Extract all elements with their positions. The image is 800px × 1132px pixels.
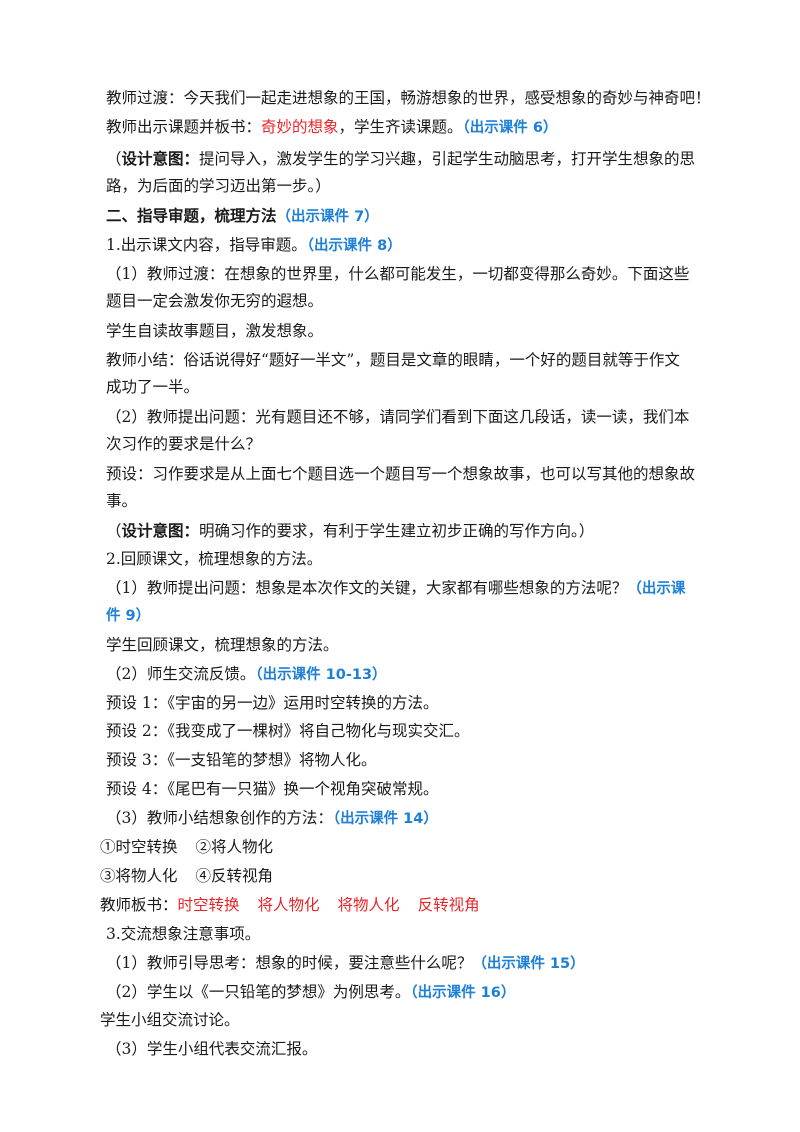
text: 预设 4：《尾巴有一只猫》换一个视角突破常规。: [106, 780, 439, 798]
preset-3: 预设 3：《一支铅笔的梦想》将物人化。: [106, 746, 730, 774]
design-intent-label: 设计意图：: [121, 149, 200, 168]
text: （2）教师提出问题：光有题目还不够，请同学们看到下面这几段话，读一读，我们本: [106, 408, 690, 426]
courseware-ref: （出示课: [627, 581, 686, 597]
design-intent-2: （设计意图：明确习作的要求，有利于学生建立初步正确的写作方向。）: [106, 517, 730, 545]
courseware-ref: （出示课件 14）: [332, 811, 438, 827]
text: 学生小组交流讨论。: [100, 1011, 240, 1029]
text: 预设 3：《一支铅笔的梦想》将物人化。: [106, 751, 377, 769]
text: （2）学生以《一只铅笔的梦想》为例思考。: [106, 983, 411, 1001]
board-item: 将人物化: [257, 896, 320, 914]
text: （1）教师引导思考：想象的时候，要注意些什么呢？: [106, 954, 473, 972]
paragraph-transition: 教师过渡：今天我们一起走进想象的王国，畅游想象的世界，感受想象的奇妙与神奇吧！: [106, 84, 730, 112]
paragraph: （1）教师提出问题：想象是本次作文的关键，大家都有哪些想象的方法呢？（出示课: [106, 574, 730, 603]
courseware-ref: （出示课件 7）: [276, 209, 379, 225]
paragraph-cont: 件 9）: [106, 601, 730, 630]
text: 教师出示课题并板书：: [106, 118, 262, 136]
board-item: 反转视角: [417, 896, 480, 914]
design-intent-1: （设计意图：提问导入，激发学生的学习兴趣，引起学生动脑思考，打开学生想象的思: [106, 145, 730, 173]
list-item: ④反转视角: [195, 867, 274, 885]
section-heading-text: 二、指导审题，梳理方法: [106, 206, 277, 225]
section-heading-2: 二、指导审题，梳理方法（出示课件 7）: [106, 202, 730, 231]
text: 路，为后面的学习迈出第一步。）: [106, 177, 331, 195]
text: （2）师生交流反馈。: [106, 665, 256, 683]
text: 2.回顾课文，梳理想象的方法。: [106, 550, 323, 568]
courseware-ref: （出示课件 6）: [462, 120, 558, 136]
preset-1: 预设 1：《宇宙的另一边》运用时空转换的方法。: [106, 689, 730, 717]
text: （3）学生小组代表交流汇报。: [106, 1040, 318, 1058]
paragraph-title-board: 教师出示课题并板书：奇妙的想象，学生齐读课题。（出示课件 6）: [106, 113, 730, 142]
text: 提问导入，激发学生的学习兴趣，引起学生动脑思考，打开学生想象的思: [199, 150, 696, 168]
courseware-ref: （出示课件 15）: [472, 956, 585, 972]
text: 3.交流想象注意事项。: [106, 925, 261, 943]
text: 教师小结：俗话说得好“题好一半文”，题目是文章的眼睛，一个好的题目就等于作文: [106, 351, 680, 369]
text: （: [106, 522, 122, 540]
list-item: ②将人物化: [195, 838, 274, 856]
courseware-ref: （出示课件 10-13）: [255, 667, 387, 683]
text: 次习作的要求是什么？: [106, 435, 262, 453]
paragraph: （3）学生小组代表交流汇报。: [106, 1035, 730, 1063]
text: 成功了一半。: [106, 378, 200, 396]
list-item: ③将物人化: [100, 867, 178, 885]
board-item: 时空转换: [177, 896, 240, 914]
text: 事。: [106, 492, 138, 510]
step-3: 3.交流想象注意事项。: [106, 920, 730, 948]
lesson-title-highlight: 奇妙的想象: [261, 118, 339, 136]
board-item: 将物人化: [337, 896, 400, 914]
paragraph: （3）教师小结想象创作的方法：（出示课件 14）: [106, 804, 730, 833]
paragraph-cont: 事。: [106, 487, 730, 515]
text: 教师板书：: [100, 896, 178, 914]
preset-4: 预设 4：《尾巴有一只猫》换一个视角突破常规。: [106, 775, 730, 803]
text: ，学生齐读课题。: [338, 118, 463, 136]
paragraph: 学生回顾课文，梳理想象的方法。: [106, 631, 730, 659]
text: （1）教师过渡：在想象的世界里，什么都可能发生，一切都变得那么奇妙。下面这些: [106, 265, 690, 283]
paragraph: （1）教师过渡：在想象的世界里，什么都可能发生，一切都变得那么奇妙。下面这些: [106, 260, 730, 288]
paragraph-cont: 题目一定会激发你无穷的遐想。: [106, 287, 730, 315]
paragraph: （1）教师引导思考：想象的时候，要注意些什么呢？（出示课件 15）: [106, 949, 730, 978]
preset-2: 预设 2：《我变成了一棵树》将自己物化与现实交汇。: [106, 717, 730, 745]
paragraph: （2）学生以《一只铅笔的梦想》为例思考。（出示课件 16）: [106, 978, 730, 1007]
step-1: 1.出示课文内容，指导审题。（出示课件 8）: [106, 231, 730, 260]
board-writing: 教师板书：时空转换将人物化将物人化反转视角: [100, 891, 730, 919]
text: （1）教师提出问题：想象是本次作文的关键，大家都有哪些想象的方法呢？: [106, 579, 628, 597]
courseware-ref: （出示课件 16）: [410, 985, 516, 1001]
list-item: ①时空转换: [100, 838, 178, 856]
text: 教师过渡：今天我们一起走进想象的王国，畅游想象的世界，感受想象的奇妙与神奇吧！: [106, 89, 711, 107]
paragraph: （2）师生交流反馈。（出示课件 10-13）: [106, 660, 730, 689]
step-2: 2.回顾课文，梳理想象的方法。: [106, 545, 730, 573]
text: 学生回顾课文，梳理想象的方法。: [106, 636, 339, 654]
method-list-row-1: ①时空转换 ②将人物化: [100, 833, 730, 861]
text: 1.出示课文内容，指导审题。: [106, 236, 307, 254]
paragraph-cont: 次习作的要求是什么？: [106, 430, 730, 458]
paragraph: 学生自读故事题目，激发想象。: [106, 317, 730, 345]
paragraph: （2）教师提出问题：光有题目还不够，请同学们看到下面这几段话，读一读，我们本: [106, 403, 730, 431]
text: 明确习作的要求，有利于学生建立初步正确的写作方向。）: [199, 522, 595, 540]
design-intent-1-cont: 路，为后面的学习迈出第一步。）: [106, 172, 730, 200]
text: （: [106, 150, 122, 168]
text: 题目一定会激发你无穷的遐想。: [106, 292, 324, 310]
paragraph: 预设：习作要求是从上面七个题目选一个题目写一个想象故事，也可以写其他的想象故: [106, 460, 730, 488]
courseware-ref: （出示课件 8）: [306, 238, 402, 254]
text: 预设 2：《我变成了一棵树》将自己物化与现实交汇。: [106, 722, 470, 740]
text: 预设 1：《宇宙的另一边》运用时空转换的方法。: [106, 694, 439, 712]
design-intent-label: 设计意图：: [121, 521, 200, 540]
paragraph: 教师小结：俗话说得好“题好一半文”，题目是文章的眼睛，一个好的题目就等于作文: [106, 346, 730, 374]
paragraph-cont: 成功了一半。: [106, 373, 730, 401]
text: 预设：习作要求是从上面七个题目选一个题目写一个想象故事，也可以写其他的想象故: [106, 465, 696, 483]
text: （3）教师小结想象创作的方法：: [106, 809, 333, 827]
paragraph: 学生小组交流讨论。: [100, 1006, 730, 1034]
method-list-row-2: ③将物人化 ④反转视角: [100, 862, 730, 890]
courseware-ref: 件 9）: [106, 608, 151, 624]
text: 学生自读故事题目，激发想象。: [106, 322, 324, 340]
